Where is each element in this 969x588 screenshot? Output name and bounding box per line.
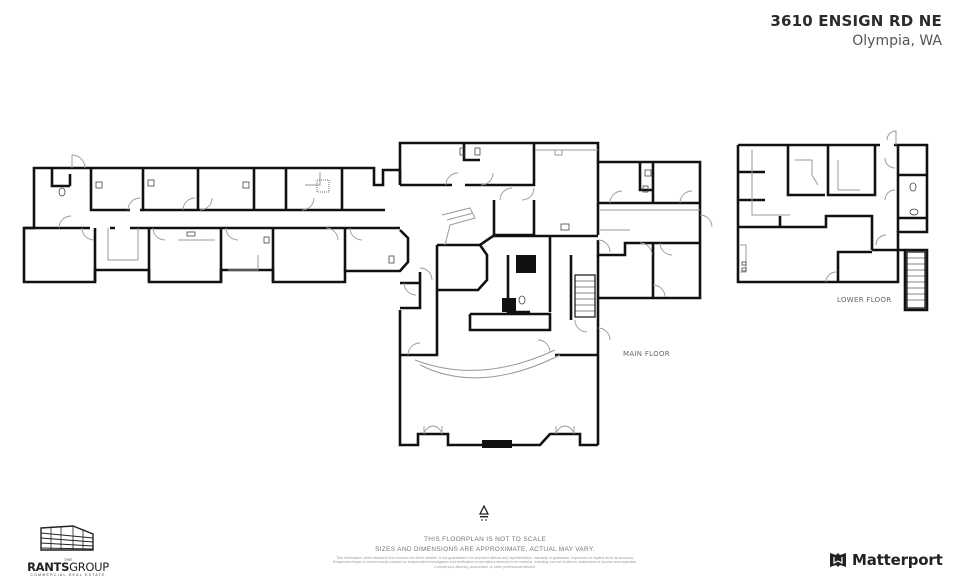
building-logo-icon [40, 525, 94, 551]
address-street: 3610 ENSIGN RD NE [770, 12, 942, 30]
scale-notice: THIS FLOORPLAN IS NOT TO SCALE [423, 536, 547, 543]
fireplace-fill [482, 440, 512, 448]
column-fill [516, 255, 536, 273]
matterport-logo: Matterport [829, 551, 943, 569]
rants-group-logo: THE RANTSGROUP COMMERCIAL REAL ESTATE [22, 524, 114, 577]
main-floor-label: MAIN FLOOR [623, 350, 670, 358]
fixture-boxes [58, 147, 652, 305]
lower-floor-label: LOWER FLOOR [837, 296, 892, 304]
logo-the: THE [64, 557, 72, 562]
matterport-logo-icon [830, 553, 846, 567]
fine-print-line: This information, while obtained from so… [336, 556, 634, 560]
main-floor-walls [22, 141, 702, 447]
fine-print-line: Consult your attorney, accountant, or ot… [434, 564, 536, 569]
lower-floor-walls [736, 143, 929, 312]
column-fill [502, 298, 516, 312]
lower-stairs [906, 251, 926, 309]
disclaimer: THIS FLOORPLAN IS NOT TO SCALE SIZES AND… [280, 536, 690, 569]
lower-fixture-boxes [741, 182, 919, 272]
matterport-wordmark: Matterport [852, 551, 943, 569]
address-city: Olympia, WA [852, 33, 942, 49]
fine-print: This information, while obtained from so… [280, 556, 690, 569]
door-swings [58, 154, 713, 435]
logo-name: RANTSGROUP [22, 560, 114, 574]
main-stairs [574, 274, 596, 318]
fine-print-line: Prospective buyer or tenant should condu… [332, 560, 638, 565]
main-floor-fixtures [107, 149, 700, 379]
dimensions-notice: SIZES AND DIMENSIONS ARE APPROXIMATE, AC… [375, 546, 595, 553]
logo-subtitle: COMMERCIAL REAL ESTATE [30, 573, 106, 577]
property-address: 3610 ENSIGN RD NE Olympia, WA [770, 12, 942, 49]
north-arrow-icon [478, 505, 490, 521]
logo-name-bold: RANTS [27, 560, 70, 574]
logo-name-light: GROUP [69, 560, 109, 574]
lower-floor-fixtures [740, 130, 897, 283]
